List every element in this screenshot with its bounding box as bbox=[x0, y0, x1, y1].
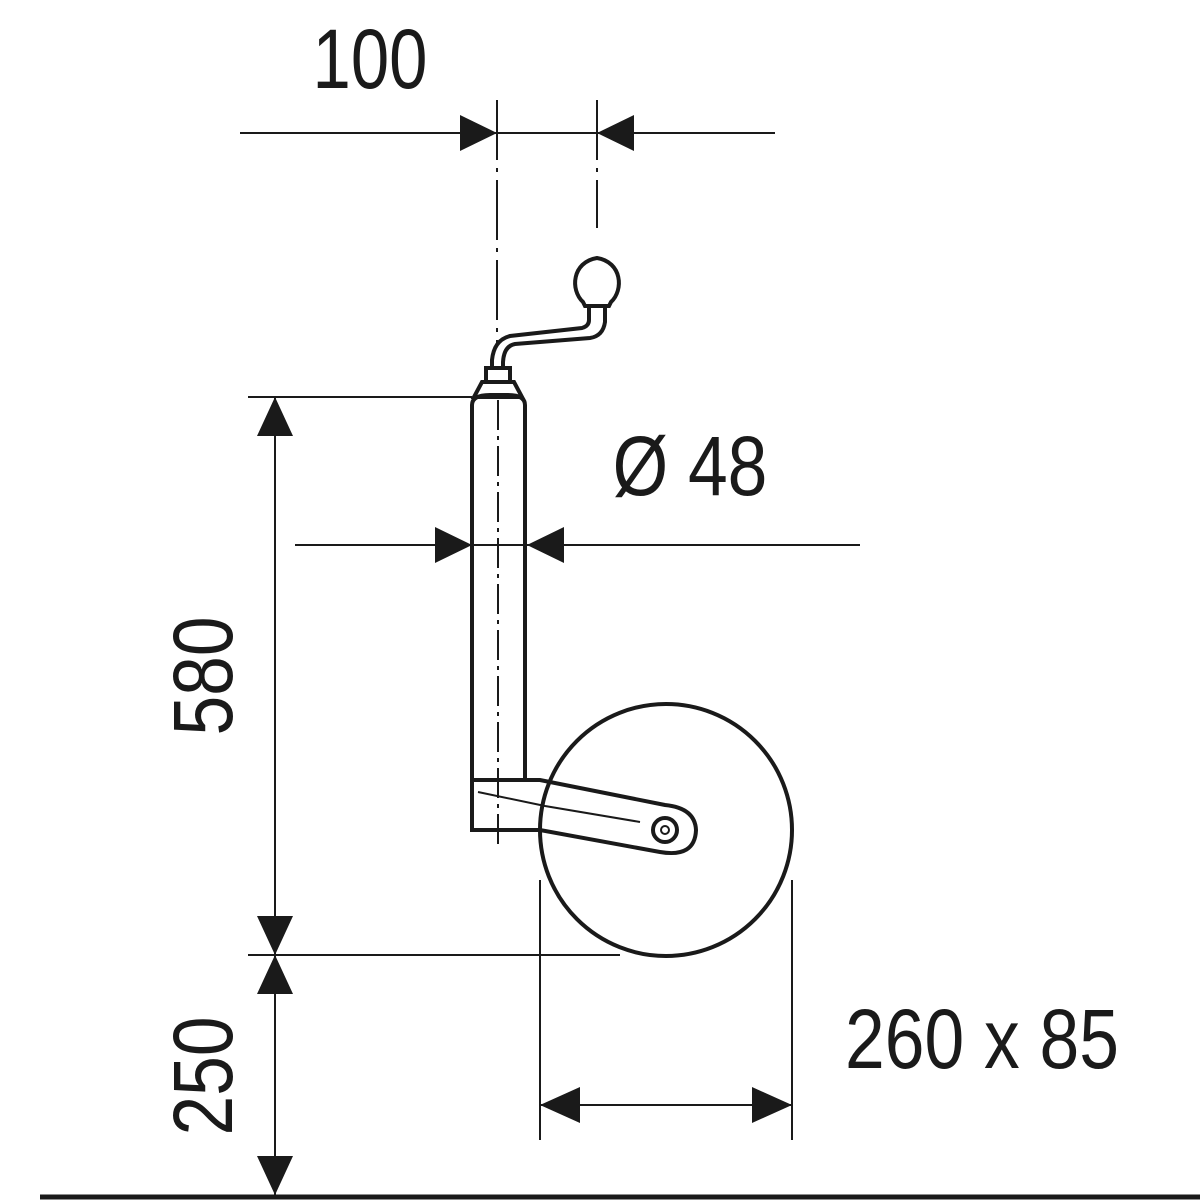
wheel bbox=[538, 702, 794, 958]
dimension-line-100 bbox=[240, 100, 775, 345]
dimension-label-wheel-size: 260 x 85 bbox=[845, 991, 1119, 1086]
dimension-label-100: 100 bbox=[313, 13, 428, 107]
jockey-tube bbox=[470, 393, 527, 850]
dimension-line-diameter bbox=[295, 527, 860, 563]
dimension-line-wheel bbox=[539, 880, 793, 1140]
dimension-label-diameter: Ø 48 bbox=[613, 418, 768, 513]
crank-handle bbox=[470, 255, 621, 399]
wheel-arm bbox=[470, 778, 699, 855]
dimension-line-height bbox=[248, 396, 620, 1195]
dimension-label-580: 580 bbox=[155, 616, 250, 735]
dimension-label-250: 250 bbox=[155, 1016, 250, 1135]
